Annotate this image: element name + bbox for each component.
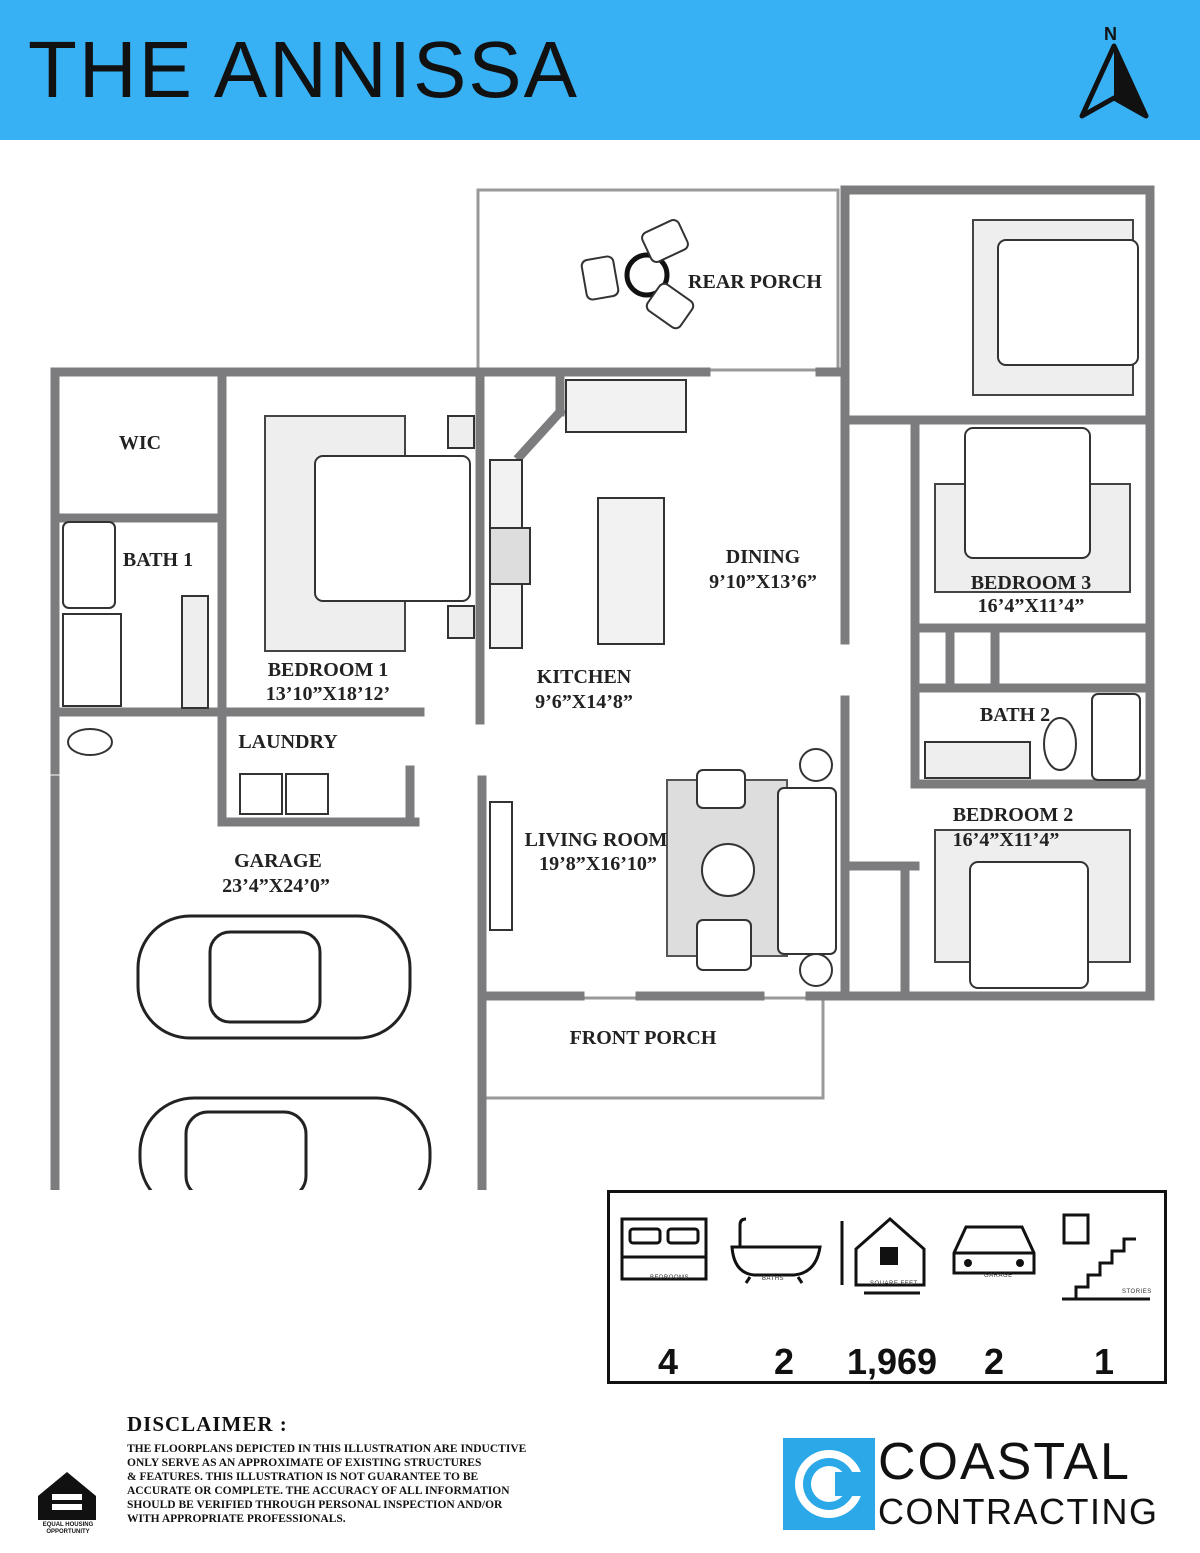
value-baths: 2	[773, 1341, 795, 1382]
label-bedroom-2: BEDROOM 2	[953, 804, 1074, 826]
brand-name: COASTAL	[878, 1433, 1131, 1491]
label-bedroom-1: BEDROOM 1	[268, 659, 389, 681]
stat-square-feet: SQUARE FEET 1,969	[834, 1213, 937, 1382]
bathtub-icon	[730, 1217, 822, 1284]
label-front-porch: FRONT PORCH	[570, 1027, 717, 1049]
label-garage: GARAGE	[234, 850, 322, 872]
equal-housing-line-2: OPPORTUNITY	[46, 1529, 90, 1535]
home-stats-box: BEDROOMS 4 BATHS 2 SQUARE FEET 1,969 GAR…	[607, 1190, 1167, 1384]
label-dining-dim: 9’10”X13’6”	[709, 571, 817, 593]
disclaimer-body: THE FLOORPLANS DEPICTED IN THIS ILLUSTRA…	[127, 1442, 597, 1526]
label-living-room-dim: 19’8”X16’10”	[539, 853, 657, 875]
page-title: THE ANNISSA	[28, 25, 580, 114]
house-icon	[840, 1216, 926, 1295]
label-dining: DINING	[726, 546, 801, 568]
label-rear-porch: REAR PORCH	[688, 271, 822, 293]
label-bedroom-3: BEDROOM 3	[971, 572, 1092, 594]
room-labels: REAR PORCH WIC BATH 1 BEDROOM 1 13’10”X1…	[119, 271, 1091, 1049]
north-label: N	[1104, 24, 1117, 44]
disclaimer-line: SHOULD BE VERIFIED THROUGH PERSONAL INSP…	[127, 1499, 503, 1511]
disclaimer-line: ONLY SERVE AS AN APPROXIMATE OF EXISTING…	[127, 1457, 482, 1469]
caption-stories: STORIES	[1122, 1289, 1152, 1295]
stat-bedrooms: BEDROOMS 4	[614, 1213, 714, 1382]
disclaimer-line: ACCURATE OR COMPLETE. THE ACCURACY OF AL…	[127, 1485, 510, 1497]
value-stories: 1	[1093, 1341, 1115, 1382]
caption-square-feet: SQUARE FEET	[870, 1281, 918, 1287]
label-kitchen-dim: 9’6”X14’8”	[535, 691, 633, 713]
label-bedroom-2-dim: 16’4”X11’4”	[953, 829, 1060, 851]
caption-baths: BATHS	[762, 1276, 785, 1282]
bed-icon	[620, 1217, 708, 1281]
label-garage-dim: 23’4”X24’0”	[222, 875, 330, 897]
label-bath-2: BATH 2	[980, 704, 1050, 726]
disclaimer-line: WITH APPROPRIATE PROFESSIONALS.	[127, 1513, 346, 1525]
label-bedroom-1-dim: 13’10”X18’12’	[266, 683, 390, 705]
label-kitchen: KITCHEN	[537, 666, 632, 688]
furniture	[62, 219, 1141, 989]
caption-garage: GARAGE	[984, 1273, 1013, 1279]
disclaimer-line: THE FLOORPLANS DEPICTED IN THIS ILLUSTRA…	[127, 1443, 527, 1455]
equal-housing-icon	[38, 1472, 96, 1520]
value-square-feet: 1,969	[846, 1341, 938, 1382]
label-bath-1: BATH 1	[123, 549, 193, 571]
header-banner: THE ANNISSA N	[0, 0, 1200, 140]
stat-baths: BATHS 2	[724, 1213, 824, 1382]
floor-plan: REAR PORCH WIC BATH 1 BEDROOM 1 13’10”X1…	[50, 185, 1155, 1190]
car-icon	[952, 1225, 1036, 1275]
disclaimer-line: & FEATURES. THIS ILLUSTRATION IS NOT GUA…	[127, 1471, 479, 1483]
label-laundry: LAUNDRY	[238, 731, 338, 753]
label-wic: WIC	[119, 432, 161, 454]
value-bedrooms: 4	[657, 1341, 679, 1382]
caption-bedrooms: BEDROOMS	[650, 1275, 690, 1281]
equal-housing-line-1: EQUAL HOUSING	[42, 1522, 94, 1528]
value-garage: 2	[983, 1341, 1005, 1382]
equal-housing-text: EQUAL HOUSING OPPORTUNITY	[30, 1522, 106, 1536]
north-arrow-icon	[1079, 43, 1149, 119]
stat-stories: STORIES 1	[1054, 1213, 1154, 1382]
label-bedroom-3-dim: 16’4”X11’4”	[978, 595, 1085, 617]
label-living-room: LIVING ROOM	[525, 829, 668, 851]
walls	[50, 185, 1155, 1190]
stat-garage: GARAGE 2	[944, 1213, 1044, 1382]
cars	[136, 914, 432, 1190]
stairs-icon	[1062, 1213, 1150, 1301]
brand-subtitle: CONTRACTING	[878, 1491, 1159, 1532]
disclaimer-title: DISCLAIMER :	[127, 1412, 288, 1436]
coastal-logo-icon	[783, 1438, 875, 1530]
